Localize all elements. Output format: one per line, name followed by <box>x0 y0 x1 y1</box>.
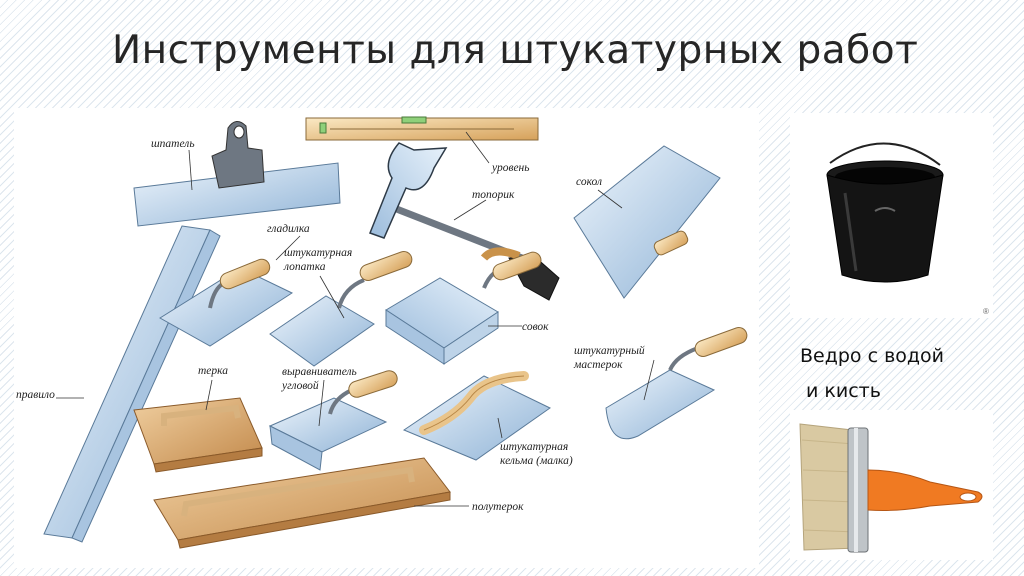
kelma-tool <box>402 371 551 461</box>
label-master-2: мастерок <box>573 359 623 371</box>
label-kelma-1: штукатурная <box>500 441 568 453</box>
shpatel-tool <box>133 121 341 227</box>
label-gladilka: гладилка <box>267 223 310 235</box>
tools-illustration: шпатель уровень топорик сокол гладилка ш… <box>14 108 759 568</box>
label-vyravnivatel-1: выравниватель <box>282 366 357 378</box>
label-vyravnivatel-2: угловой <box>281 379 319 392</box>
caption-line-1: Ведро с водой <box>800 345 945 367</box>
sokol-tool <box>573 145 721 299</box>
tools-drawing: шпатель уровень топорик сокол гладилка ш… <box>16 116 748 549</box>
label-lopatka-2: лопатка <box>283 261 326 273</box>
label-poluterok: полутерок <box>472 501 524 513</box>
label-kelma-2: кельма (малка) <box>500 455 573 467</box>
label-toporik: топорик <box>472 189 515 201</box>
label-sovok: совок <box>522 321 549 333</box>
sovok-tool <box>385 251 542 365</box>
label-terka: терка <box>198 365 228 377</box>
label-master-1: штукатурный <box>574 344 645 357</box>
label-texts: шпатель уровень топорик сокол гладилка ш… <box>16 138 645 513</box>
poluterok-tool <box>153 457 451 549</box>
label-sokol: сокол <box>576 176 602 188</box>
slide-title: Инструменты для штукатурных работ <box>112 28 919 73</box>
brush-icon <box>799 423 983 553</box>
bucket-icon <box>826 142 944 283</box>
terka-tool <box>133 397 263 473</box>
brush-image <box>790 410 993 560</box>
uroven-tool <box>305 116 539 141</box>
caption-line-2: и кисть <box>806 380 881 402</box>
gladilka-tool <box>159 258 294 347</box>
label-shpatel: шпатель <box>151 138 195 150</box>
label-pravilo: правило <box>16 389 55 401</box>
masterok-tool <box>605 327 748 440</box>
tool-labels <box>56 131 655 507</box>
toporik-tool <box>369 142 560 301</box>
bucket-image <box>790 113 993 318</box>
lopatka-tool <box>269 251 413 367</box>
label-uroven: уровень <box>491 162 530 174</box>
registered-mark: ® <box>983 307 989 316</box>
vyravnivatel-tool <box>268 370 398 471</box>
label-lopatka-1: штукатурная <box>284 247 352 259</box>
